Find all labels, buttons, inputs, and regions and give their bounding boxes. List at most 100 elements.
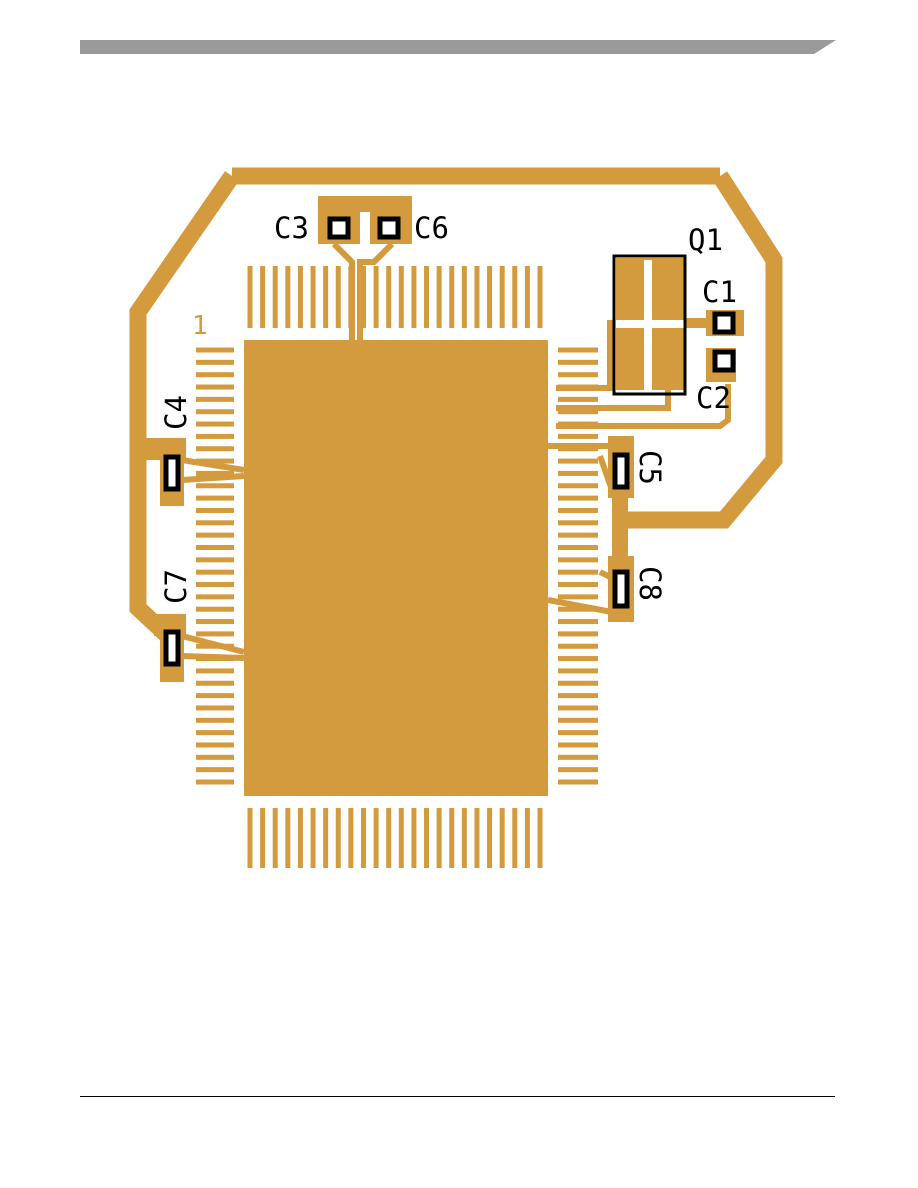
pin-left	[196, 409, 234, 415]
pin-right	[558, 359, 598, 365]
pin-top	[386, 266, 392, 328]
power-ring-trace	[129, 167, 783, 643]
pin-bottom	[247, 808, 253, 868]
pin-left	[196, 446, 234, 452]
pin-left	[196, 458, 234, 464]
pin-left	[196, 520, 234, 526]
pin-bottom	[487, 808, 493, 868]
pin-right	[558, 594, 598, 600]
pin-right	[558, 693, 598, 699]
pin-bottom	[335, 808, 341, 868]
pin-right	[558, 606, 598, 612]
pin-top	[411, 266, 417, 328]
pin-bottom	[323, 808, 329, 868]
pin-left	[196, 693, 234, 699]
pin-right	[558, 372, 598, 378]
pin-left	[196, 495, 234, 501]
pin-right	[558, 520, 598, 526]
pin-left	[196, 359, 234, 365]
c4-pad-outline	[163, 454, 181, 492]
pin-left	[196, 433, 234, 439]
pin-left	[196, 631, 234, 637]
pin-top	[499, 266, 505, 328]
pin-left	[196, 532, 234, 538]
pin-top	[537, 266, 543, 328]
pin-top	[512, 266, 518, 328]
pin-left	[196, 619, 234, 625]
pin-left	[196, 606, 234, 612]
pin-top	[436, 266, 442, 328]
pin-top	[247, 266, 253, 328]
pin-right	[558, 730, 598, 736]
footer-rule	[80, 1096, 835, 1097]
pin-left	[196, 372, 234, 378]
pin-left	[196, 483, 234, 489]
pin-top	[373, 266, 379, 328]
pin-bottom	[398, 808, 404, 868]
pin-left	[196, 705, 234, 711]
pin-bottom	[436, 808, 442, 868]
pin-bottom	[524, 808, 530, 868]
pin-left	[196, 680, 234, 686]
pin-top	[335, 266, 341, 328]
pin-top	[285, 266, 291, 328]
die-pad	[244, 340, 548, 796]
pin-right	[558, 507, 598, 513]
pin-bottom	[272, 808, 278, 868]
pin-top	[487, 266, 493, 328]
pin-right	[558, 470, 598, 476]
pins-bottom	[247, 808, 543, 868]
pin-top	[260, 266, 266, 328]
pin-right	[558, 631, 598, 637]
pin-right	[558, 409, 598, 415]
pin-right	[558, 643, 598, 649]
pin1-label: 1	[192, 311, 208, 341]
pin-right	[558, 717, 598, 723]
pins-right	[558, 347, 598, 785]
pin-left	[196, 779, 234, 785]
pin-bottom	[373, 808, 379, 868]
pin-left	[196, 421, 234, 427]
c8-label: C8	[633, 566, 667, 601]
pin-left	[196, 717, 234, 723]
pin-left	[196, 544, 234, 550]
c7-pad-outline	[163, 629, 181, 667]
pin-right	[558, 458, 598, 464]
c2-label: C2	[696, 381, 731, 415]
pin-bottom	[260, 808, 266, 868]
pin-right	[558, 532, 598, 538]
pin-left	[196, 668, 234, 674]
pin-right	[558, 544, 598, 550]
pin-left	[196, 507, 234, 513]
pin-left	[196, 557, 234, 563]
pin-right	[558, 569, 598, 575]
pin-top	[449, 266, 455, 328]
q1-pad-gaps	[616, 260, 684, 390]
c5-pad-outline	[612, 452, 630, 490]
pin-bottom	[461, 808, 467, 868]
pin-right	[558, 680, 598, 686]
header-bar-shape	[80, 40, 836, 54]
pin-top	[474, 266, 480, 328]
pin-bottom	[360, 808, 366, 868]
pin-bottom	[449, 808, 455, 868]
pin-left	[196, 767, 234, 773]
pin-left	[196, 582, 234, 588]
pin-left	[196, 396, 234, 402]
pin-right	[558, 754, 598, 760]
q1-outline	[612, 254, 687, 396]
pin-left	[196, 730, 234, 736]
c2-pad-outline	[712, 349, 736, 373]
c1-pad-outline	[712, 311, 736, 335]
pin-right	[558, 582, 598, 588]
c6-label: C6	[414, 211, 449, 245]
c1-label: C1	[702, 275, 737, 309]
pin-left	[196, 347, 234, 353]
pin-right	[558, 668, 598, 674]
pin-right	[558, 433, 598, 439]
c8-pad-outline	[612, 569, 630, 609]
pin-right	[558, 396, 598, 402]
pin-right	[558, 742, 598, 748]
pin-right	[558, 619, 598, 625]
